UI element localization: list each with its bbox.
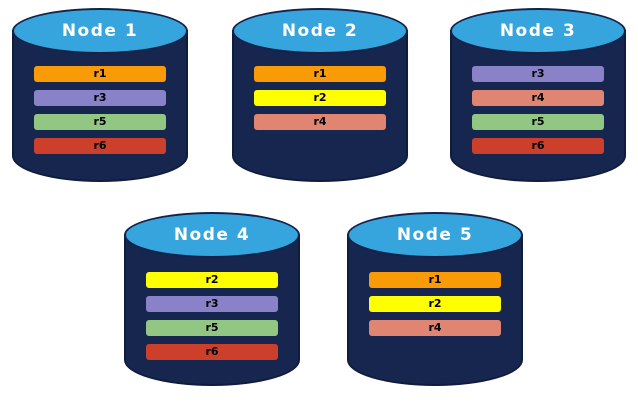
node-label: Node 5 <box>396 225 474 245</box>
replica-row-r6[interactable]: r6 <box>146 344 278 360</box>
cylinder-body <box>232 30 408 182</box>
replica-row-r2[interactable]: r2 <box>146 272 278 288</box>
replica-row-r4[interactable]: r4 <box>254 114 386 130</box>
cylinder-top-ellipse <box>124 212 300 258</box>
replica-row-list: r1 r2 r4 <box>347 272 523 336</box>
replica-row-list: r1 r2 r4 <box>232 66 408 130</box>
replica-row-r6[interactable]: r6 <box>34 138 166 154</box>
replica-row-r5[interactable]: r5 <box>34 114 166 130</box>
replica-row-r4[interactable]: r4 <box>472 90 604 106</box>
replica-row-r2[interactable]: r2 <box>254 90 386 106</box>
replica-row-r6[interactable]: r6 <box>472 138 604 154</box>
replica-row-r3[interactable]: r3 <box>34 90 166 106</box>
replica-row-r4[interactable]: r4 <box>369 320 501 336</box>
node-label: Node 4 <box>173 225 251 245</box>
node-label: Node 3 <box>499 21 577 41</box>
replica-row-r1[interactable]: r1 <box>34 66 166 82</box>
replica-row-r5[interactable]: r5 <box>146 320 278 336</box>
node-label: Node 1 <box>61 21 139 41</box>
cylinder-top-ellipse <box>232 8 408 54</box>
replica-row-r3[interactable]: r3 <box>146 296 278 312</box>
replica-row-r1[interactable]: r1 <box>369 272 501 288</box>
replica-row-r3[interactable]: r3 <box>472 66 604 82</box>
replica-row-list: r1 r3 r5 r6 <box>12 66 188 154</box>
replica-row-r2[interactable]: r2 <box>369 296 501 312</box>
replica-row-r5[interactable]: r5 <box>472 114 604 130</box>
replica-row-r1[interactable]: r1 <box>254 66 386 82</box>
cylinder-top-ellipse <box>347 212 523 258</box>
cylinder-body <box>450 30 626 182</box>
replica-row-list: r3 r4 r5 r6 <box>450 66 626 154</box>
node-label: Node 2 <box>281 21 359 41</box>
cylinder-top-ellipse <box>450 8 626 54</box>
replica-row-list: r2 r3 r5 r6 <box>124 272 300 360</box>
cylinder-top-ellipse <box>12 8 188 54</box>
